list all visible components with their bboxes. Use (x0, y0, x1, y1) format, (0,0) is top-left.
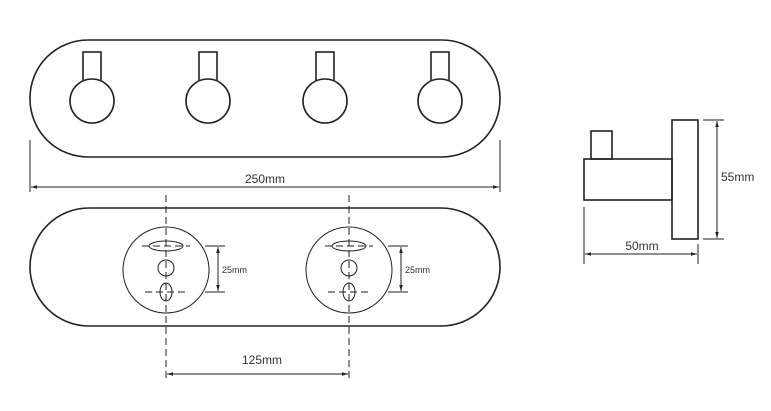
length-label: 250mm (245, 172, 285, 186)
back-view: 25mm 25mm 125mm (29, 195, 501, 382)
mount-1: 25mm (122, 195, 247, 382)
hook-1 (69, 51, 115, 124)
side-post (590, 130, 613, 160)
side-arm (583, 158, 673, 201)
hook-4 (417, 51, 463, 124)
spacing-label: 125mm (242, 353, 282, 367)
front-plate (29, 39, 501, 158)
height-label: 55mm (721, 170, 754, 184)
front-view: 250mm (29, 39, 501, 192)
hook-2 (185, 51, 231, 124)
side-back-plate (671, 119, 699, 240)
back-plate (29, 207, 501, 327)
hook-3 (302, 51, 348, 124)
hole-spacing-label-1: 25mm (222, 265, 247, 275)
depth-label: 50mm (625, 239, 658, 253)
mount-2: 25mm (305, 195, 430, 382)
hole-spacing-label-2: 25mm (405, 265, 430, 275)
side-view: 55mm 50mm (583, 119, 754, 264)
